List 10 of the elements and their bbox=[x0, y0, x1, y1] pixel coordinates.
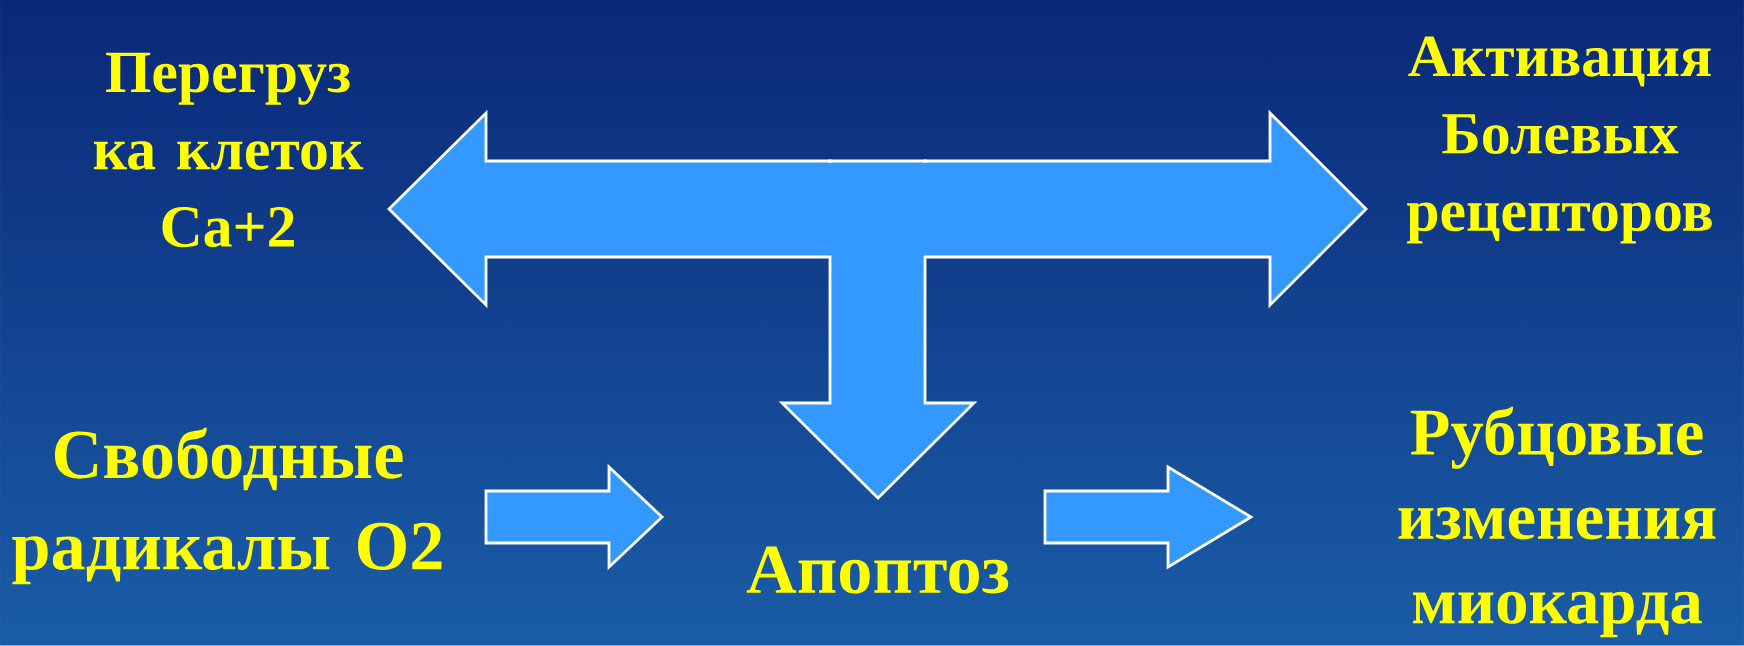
block-arrow bbox=[484, 463, 665, 571]
block-arrow bbox=[387, 109, 832, 309]
node-text: Апоптоз bbox=[746, 546, 1009, 594]
block-arrow bbox=[778, 159, 978, 500]
node-text: Перегруз ка клеток Ca+2 bbox=[93, 52, 364, 248]
node-text: Рубцовые изменения миокарда bbox=[1398, 406, 1716, 638]
block-arrow bbox=[923, 109, 1368, 309]
node-text: Свободные радикалы О2 bbox=[12, 427, 442, 585]
node-text: Активация Болевых рецепторов bbox=[1407, 36, 1712, 244]
block-arrow bbox=[1043, 464, 1254, 570]
